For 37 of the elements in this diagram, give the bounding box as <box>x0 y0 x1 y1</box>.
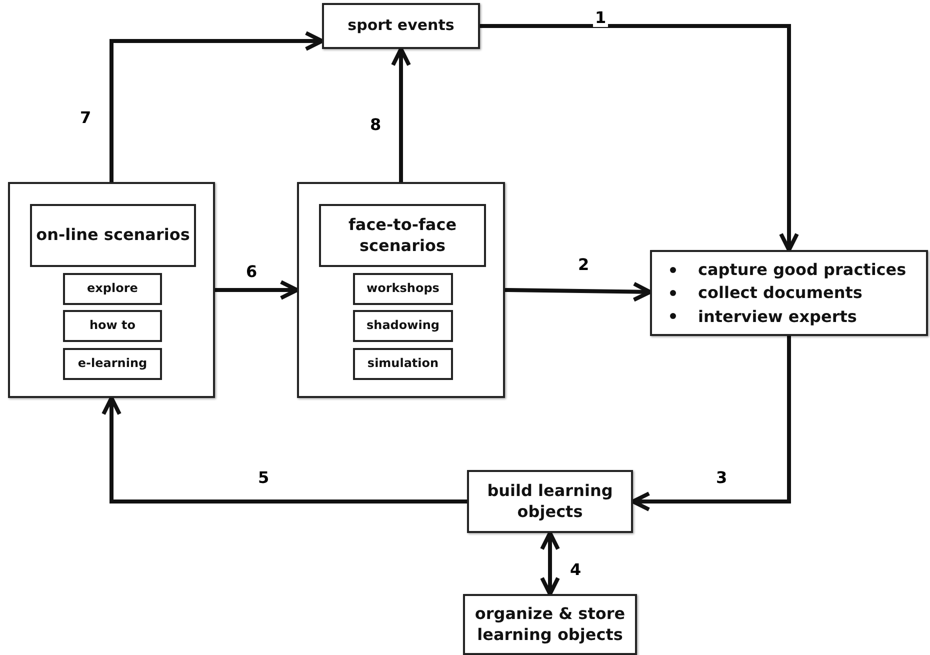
process-box <box>463 594 637 655</box>
process-box <box>319 204 486 267</box>
arrow <box>480 24 799 252</box>
arrow <box>110 31 324 182</box>
item-box <box>353 273 453 305</box>
item-box <box>63 310 162 342</box>
arrow <box>504 282 652 302</box>
list-item: collect documents <box>698 282 862 304</box>
list-item: capture good practices <box>698 259 906 282</box>
box-label: how to <box>89 318 136 334</box>
arrow <box>391 47 411 182</box>
box-label: e-learning <box>78 356 148 372</box>
item-box <box>63 348 162 380</box>
box-label: sport events <box>348 16 454 36</box>
box-label: workshops <box>366 281 440 297</box>
group-box <box>8 182 215 398</box>
box-label: explore <box>87 281 138 297</box>
arrow <box>215 280 299 300</box>
process-box <box>467 470 633 533</box>
item-box <box>353 310 453 342</box>
box-label: shadowing <box>366 318 440 334</box>
box-label: simulation <box>367 356 439 372</box>
item-box <box>63 273 162 305</box>
process-box <box>322 3 480 49</box>
box-label: organize & store learning objects <box>474 604 626 646</box>
list-item: interview experts <box>698 306 857 328</box>
list-box <box>650 250 928 336</box>
box-label: build learning objects <box>486 480 614 522</box>
arrow <box>631 336 791 512</box>
process-box <box>30 204 196 267</box>
arrow <box>540 531 560 596</box>
box-label: face-to-face scenarios <box>347 214 458 256</box>
box-label: on-line scenarios <box>36 225 190 246</box>
arrow <box>102 396 467 504</box>
group-box <box>297 182 505 398</box>
edge-label: 1 <box>593 8 608 27</box>
item-box <box>353 348 453 380</box>
